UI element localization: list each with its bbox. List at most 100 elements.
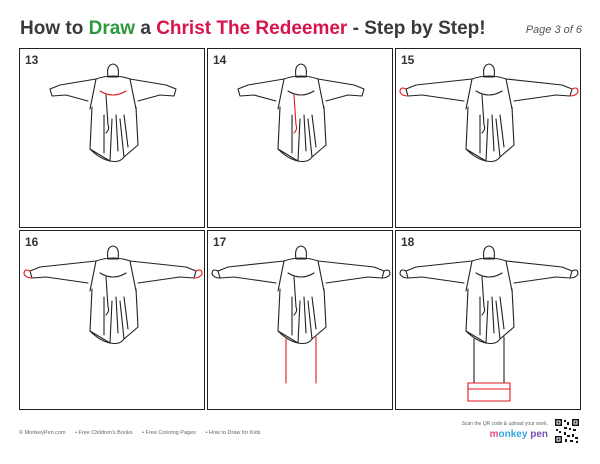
footer-link-coloring[interactable]: • Free Coloring Pages — [142, 430, 196, 436]
right-hand — [193, 269, 203, 279]
robe-crease — [105, 94, 110, 134]
chest-drape — [287, 90, 315, 96]
footer-links: © MonkeyPen.com • Free Children's Books … — [19, 430, 269, 436]
statue-illustration — [399, 245, 579, 402]
statue-illustration — [237, 63, 365, 163]
step-13-panel: 13 — [19, 48, 205, 228]
right-arm — [317, 260, 385, 284]
statue-illustration — [23, 245, 203, 345]
left-arm — [405, 260, 473, 284]
steps-grid: 13 14 15 16 17 18 — [19, 48, 581, 410]
robe-hem — [89, 330, 125, 345]
shoulder-line — [471, 257, 507, 262]
footer-link-howto[interactable]: • How to Draw for Kids — [205, 430, 261, 436]
shoulder-line — [283, 75, 319, 80]
step-number: 17 — [213, 235, 227, 249]
torso-sides — [277, 260, 325, 292]
robe-hem — [465, 330, 501, 345]
right-arm — [317, 78, 365, 102]
head-outline — [483, 63, 495, 78]
left-hand — [23, 269, 33, 279]
right-arm — [129, 260, 197, 284]
step-number: 15 — [401, 53, 415, 67]
head-outline — [295, 63, 307, 78]
qr-code-icon[interactable] — [554, 418, 580, 444]
left-arm — [217, 260, 285, 284]
robe-folds — [291, 296, 317, 336]
page-title: How to Draw a Christ The Redeemer - Step… — [20, 18, 486, 40]
right-arm — [505, 78, 573, 102]
chest-drape — [287, 272, 315, 278]
robe-hem — [465, 148, 501, 163]
robe-folds — [479, 114, 505, 154]
torso-sides — [89, 260, 137, 292]
title-article: a — [135, 18, 157, 39]
robe-crease — [481, 276, 486, 316]
step-number: 16 — [25, 235, 39, 249]
robe-folds — [103, 114, 129, 154]
left-arm — [49, 78, 97, 102]
head-outline — [483, 245, 495, 260]
chest-drape — [475, 90, 503, 96]
title-subject: Christ The Redeemer — [156, 18, 348, 39]
robe-folds — [103, 296, 129, 336]
left-arm — [405, 78, 473, 102]
step-15-panel: 15 — [395, 48, 581, 228]
statue-illustration — [49, 63, 177, 163]
shoulder-line — [95, 257, 131, 262]
lower-robe-lines — [473, 336, 505, 384]
copyright-text: © MonkeyPen.com — [19, 430, 66, 436]
shoulder-line — [283, 257, 319, 262]
left-hand — [399, 269, 409, 279]
torso-sides — [89, 78, 137, 110]
monkeypen-logo: monkey pen — [489, 429, 548, 440]
head-outline — [107, 63, 119, 78]
footer-link-books[interactable]: • Free Children's Books — [75, 430, 133, 436]
lower-robe-lines — [285, 336, 317, 384]
right-hand — [569, 269, 579, 279]
chest-drape — [99, 272, 127, 278]
robe-body — [277, 288, 327, 344]
left-hand — [211, 269, 221, 279]
robe-folds — [479, 296, 505, 336]
step-number: 18 — [401, 235, 415, 249]
statue-illustration — [399, 63, 579, 163]
step-14-panel: 14 — [207, 48, 393, 228]
robe-crease — [293, 94, 298, 134]
pedestal-base — [467, 382, 511, 402]
robe-crease — [105, 276, 110, 316]
right-arm — [129, 78, 177, 102]
title-suffix: - Step by Step! — [347, 18, 486, 39]
left-arm — [237, 78, 285, 102]
robe-folds — [291, 114, 317, 154]
scan-instructions: Scan the QR code & upload your work. — [461, 421, 548, 427]
torso-sides — [465, 260, 513, 292]
right-hand — [381, 269, 391, 279]
robe-crease — [293, 276, 298, 316]
head-outline — [107, 245, 119, 260]
step-16-panel: 16 — [19, 230, 205, 410]
title-draw: Draw — [88, 18, 136, 39]
left-arm — [29, 260, 97, 284]
chest-drape — [99, 90, 127, 96]
robe-body — [277, 106, 327, 162]
title-prefix: How to — [20, 18, 89, 39]
robe-hem — [277, 330, 313, 345]
right-arm — [505, 260, 573, 284]
step-number: 14 — [213, 53, 227, 67]
right-hand — [569, 87, 579, 97]
left-hand — [399, 87, 409, 97]
robe-body — [465, 106, 515, 162]
shoulder-line — [471, 75, 507, 80]
robe-crease — [481, 94, 486, 134]
torso-sides — [277, 78, 325, 110]
robe-body — [89, 106, 139, 162]
torso-sides — [465, 78, 513, 110]
page-number: Page 3 of 6 — [525, 24, 582, 36]
step-18-panel: 18 — [395, 230, 581, 410]
shoulder-line — [95, 75, 131, 80]
robe-body — [465, 288, 515, 344]
step-number: 13 — [25, 53, 39, 67]
statue-illustration — [211, 245, 391, 384]
robe-body — [89, 288, 139, 344]
